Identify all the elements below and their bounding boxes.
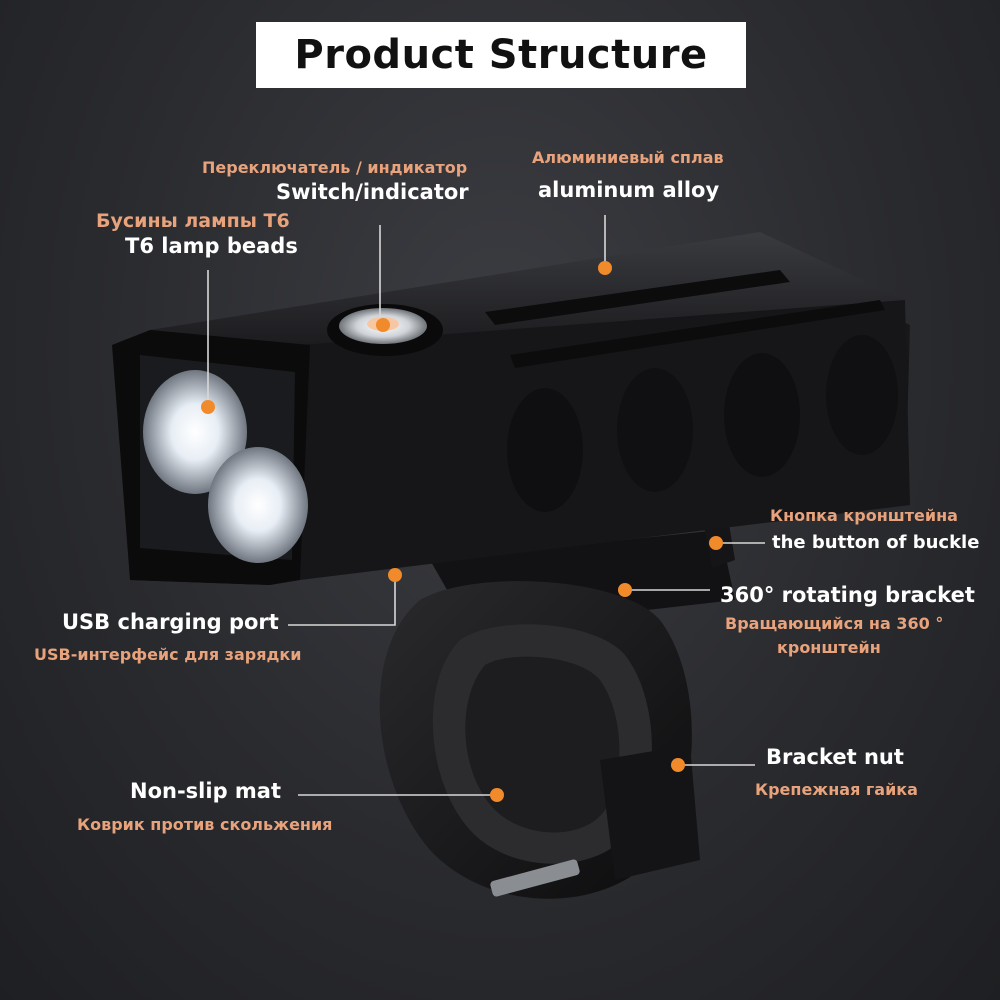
- leader-lines: [207, 215, 765, 796]
- nut-label-ru: Крепежная гайка: [755, 780, 918, 799]
- dot-nut: [671, 758, 685, 772]
- page-title: Product Structure: [294, 32, 708, 78]
- title-banner: Product Structure: [256, 22, 746, 88]
- usb-label-ru: USB-интерфейс для зарядки: [34, 645, 302, 664]
- dot-buckle: [709, 536, 723, 550]
- alloy-label-en: aluminum alloy: [538, 178, 720, 202]
- switch-label-en: Switch/indicator: [276, 180, 469, 204]
- bracket-nut-block: [600, 745, 700, 880]
- rotating-label-ru-2: кронштейн: [777, 638, 881, 657]
- side-slot: [510, 300, 885, 368]
- mat-label-en: Non-slip mat: [130, 779, 281, 803]
- beads-label-en: T6 lamp beads: [125, 234, 298, 258]
- switch-label-ru: Переключатель / индикатор: [202, 158, 468, 177]
- flashlight-body: [112, 232, 910, 585]
- beads-label-ru: Бусины лампы T6: [96, 210, 290, 232]
- usb-label-en: USB charging port: [62, 610, 279, 634]
- rotating-label-ru-1: Вращающийся на 360 °: [725, 614, 944, 633]
- mat-label-ru: Коврик против скольжения: [77, 815, 333, 834]
- dot-alloy: [598, 261, 612, 275]
- buckle-label-en: the button of buckle: [772, 532, 980, 553]
- fin-1: [507, 388, 583, 512]
- dot-rotating: [618, 583, 632, 597]
- nut-label-en: Bracket nut: [766, 745, 904, 769]
- leader-usb: [288, 575, 396, 626]
- dot-mat: [490, 788, 504, 802]
- alloy-label-ru: Алюминиевый сплав: [532, 148, 724, 167]
- bracket-bolt: [490, 859, 580, 897]
- fin-3: [724, 353, 800, 477]
- lamp-bead-2: [208, 447, 308, 563]
- buckle-label-ru: Кнопка кронштейна: [770, 506, 958, 525]
- dot-beads: [201, 400, 215, 414]
- top-slot: [485, 270, 790, 325]
- dot-usb: [388, 568, 402, 582]
- bracket-assembly: [379, 500, 735, 899]
- rotating-label-en: 360° rotating bracket: [720, 583, 975, 607]
- non-slip-mat-shape: [465, 656, 620, 833]
- dot-switch: [376, 318, 390, 332]
- fin-2: [617, 368, 693, 492]
- lamp-bead-1: [143, 370, 247, 494]
- callout-dots: [201, 261, 723, 802]
- fin-4: [826, 335, 898, 455]
